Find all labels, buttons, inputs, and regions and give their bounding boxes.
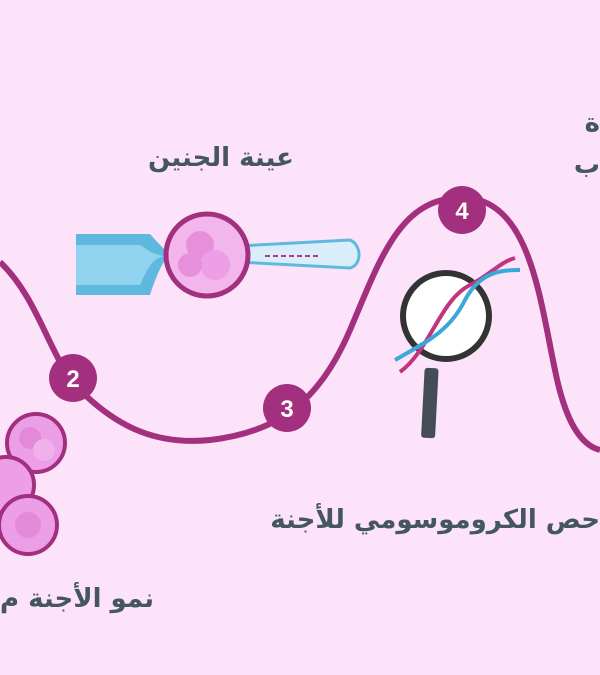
step-4-marker: 4 — [438, 186, 486, 234]
svg-text:2: 2 — [66, 366, 79, 393]
svg-text:3: 3 — [280, 396, 293, 423]
embryo-sample-label: عينة الجنين — [148, 143, 294, 173]
step-3-label: حص الكروموسومي للأجنة — [270, 505, 600, 535]
step-3-marker: 3 — [263, 384, 311, 432]
step-2-marker: 2 — [49, 354, 97, 402]
biopsy-pipette-icon — [76, 211, 361, 299]
step-4-label-line2: ب — [573, 150, 600, 180]
step-2-label: نمو الأجنة م — [0, 584, 155, 614]
svg-text:4: 4 — [455, 198, 469, 225]
dna-magnifier-icon — [394, 256, 521, 439]
embryo-cluster-icon — [0, 412, 67, 556]
step-4-label-line1: ة — [584, 108, 600, 138]
